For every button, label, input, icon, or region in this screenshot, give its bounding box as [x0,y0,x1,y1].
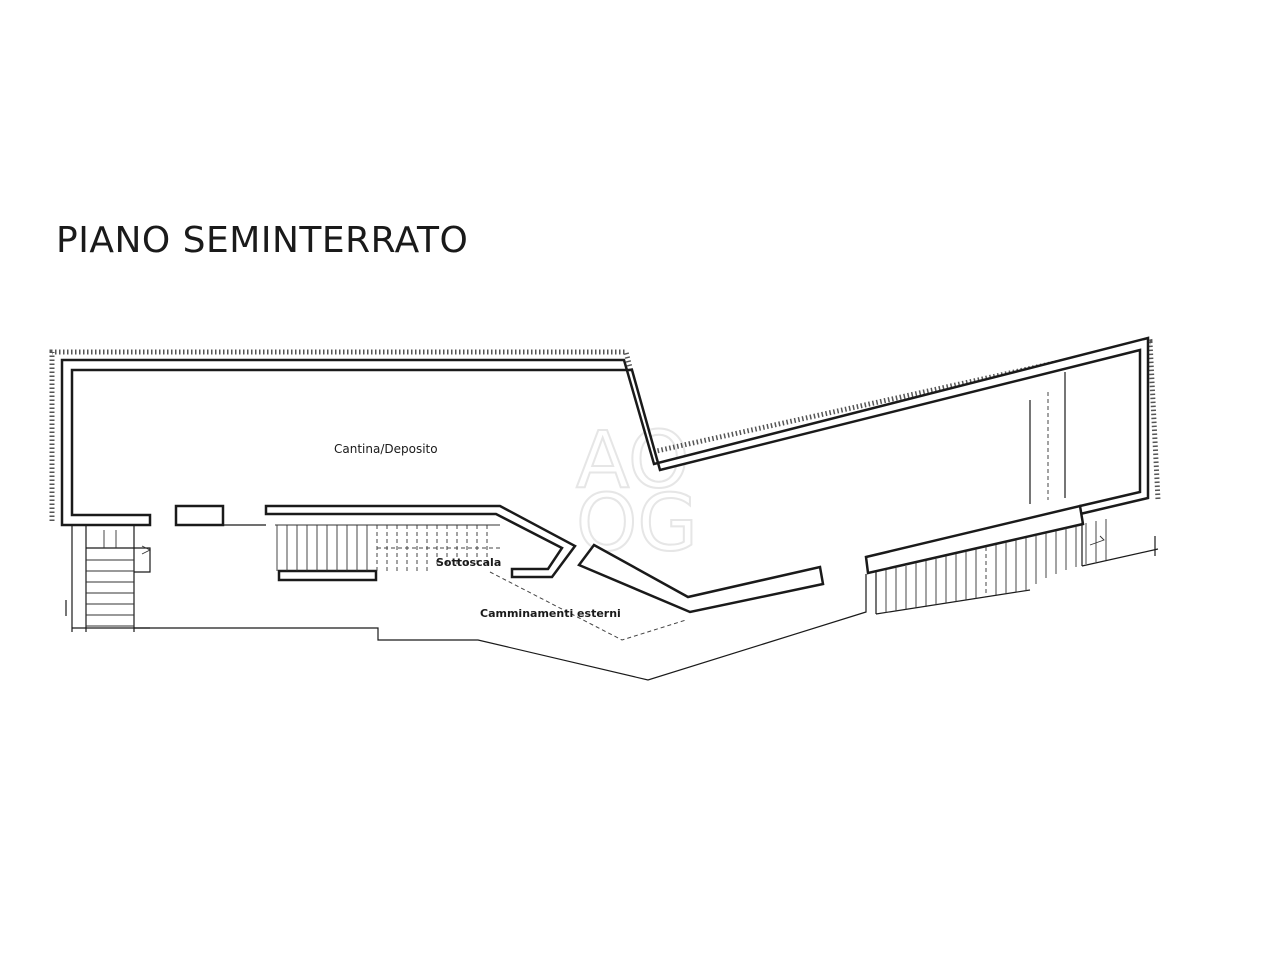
room-label-camminamenti: Camminamenti esterni [480,607,621,620]
plan-title: PIANO SEMINTERRATO [56,220,468,261]
right-partitions [1029,372,1066,504]
stairs-sottoscala [275,524,500,571]
cantina-walls [60,336,1150,527]
wall-stair-base [277,569,378,582]
wall-pillar [174,504,225,527]
wall-lower-right [864,504,1085,575]
wall-diagonal [577,543,825,614]
wall-sottoscala [264,504,577,579]
stairs-left [65,525,152,632]
room-label-sottoscala: Sottoscala [436,556,501,569]
stairs-right [875,519,1159,615]
lower-walls [174,504,1085,614]
room-label-cantina: Cantina/Deposito [334,442,438,456]
ground-hatching [49,338,1161,521]
camminamenti-outline [134,571,867,681]
